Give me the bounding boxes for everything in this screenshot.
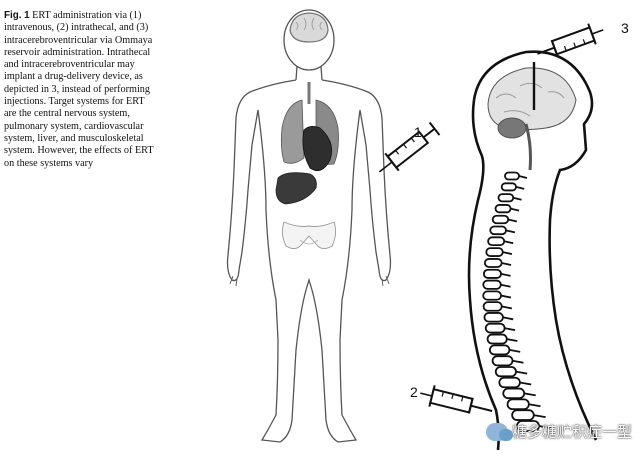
vertebra-process [512,196,522,201]
vertebra [494,204,512,214]
body-figure [226,9,392,443]
vertebra-process [515,370,528,375]
vertebra [494,366,517,378]
vertebra [488,344,511,356]
head-spine-figure [467,50,598,451]
vertebra [487,236,506,247]
vertebra-process [509,349,521,353]
route-label-3: 3 [621,20,629,36]
syringe-2-icon [420,385,493,414]
figure-caption: Fig. 1 ERT administration via (1) intrav… [4,10,156,170]
vertebra-process [502,316,514,321]
vertebra-process [500,294,512,299]
watermark-text: 糖多糖贮积症一型 [511,423,632,441]
vertebra-process [528,403,541,408]
vertebra-process [501,305,513,310]
vertebra-process [510,207,520,212]
vertebra [506,398,530,411]
vertebra-process [533,414,546,419]
vertebra-process [538,425,552,429]
vertebra-process [515,185,525,190]
spine [482,171,552,432]
figure-label: Fig. 1 [4,10,30,21]
vertebra [482,301,503,312]
vertebra [502,387,526,400]
vertebra-process [519,381,532,386]
vertebra-process [500,272,511,277]
watermark: 糖多糖贮积症一型 [485,421,632,442]
vertebra-process [500,283,511,288]
vertebra-process [505,229,516,234]
vertebra [489,225,507,236]
route-label-2: 2 [410,384,418,400]
vertebra-process [506,338,518,342]
vertebra-process [524,392,536,397]
vertebra [486,333,508,345]
vertebra-process [503,240,514,245]
vertebra [482,290,502,301]
vertebra [484,322,506,334]
vertebra [483,258,503,268]
wechat-icon [485,422,513,441]
vertebra [485,247,504,257]
caption-text: ERT administration via (1) intravenous, … [4,10,154,169]
vertebra [491,355,514,367]
vertebra-process [518,175,528,179]
vertebra [491,214,510,225]
syringe-1-icon [378,121,441,173]
vertebra-process [504,327,516,332]
vertebra-process [507,218,518,223]
vertebra [482,268,502,279]
vertebra [504,171,520,181]
vertebra [511,409,535,421]
syringe-3-icon [537,23,604,56]
vertebra [500,182,517,192]
vertebra [483,312,504,323]
vertebra [498,376,521,389]
vertebra [497,193,515,203]
vertebra-process [512,359,524,364]
brain-detail [487,62,577,171]
organs [275,82,339,249]
vertebra [482,279,502,290]
route-label-1: 1 [414,124,422,140]
vertebra-process [501,262,512,266]
vertebra-process [502,251,513,255]
